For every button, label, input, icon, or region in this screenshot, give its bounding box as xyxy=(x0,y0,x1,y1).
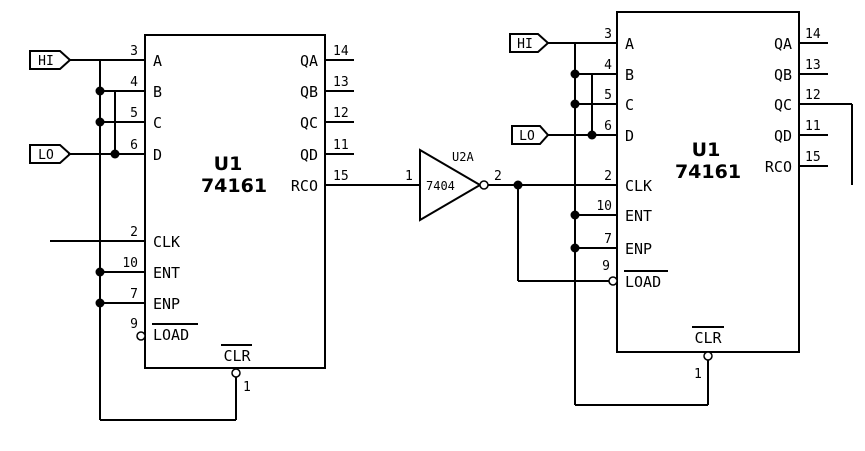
chip-u1-right-pin-num-a: 3 xyxy=(604,27,612,42)
chip-u1-left-pin-label-qc: QC xyxy=(300,114,318,132)
port-hi-left: HI xyxy=(29,50,100,70)
chip-u1-left-pin-label-rco: RCO xyxy=(291,177,318,195)
chip-u1-right-pin-num-d: 6 xyxy=(604,119,612,134)
chip-u1-right-pin-num-load: 9 xyxy=(602,259,610,274)
chip-u1-left-pin-num-d: 6 xyxy=(130,138,138,153)
chip-u1-left-clr-bubble xyxy=(231,368,241,378)
inverter-ref: U2A xyxy=(452,150,474,164)
chip-u1-left-pin-num-load: 9 xyxy=(130,317,138,332)
chip-u1-right-pin-label-clr: CLR xyxy=(694,329,722,347)
chip-u1-right-clr-bubble xyxy=(703,351,713,361)
chip-u1-left-pin-label-a: A xyxy=(153,52,162,70)
inverter-pin-in: 1 xyxy=(405,169,413,184)
chip-u1-right-pin-num-enp: 7 xyxy=(604,232,612,247)
chip-u1-right-pin-label-clk: CLK xyxy=(625,177,652,195)
chip-u1-right-pin-num-qc: 12 xyxy=(805,88,821,103)
chip-u1-right-pin-label-rco: RCO xyxy=(765,158,792,176)
chip-u1-right-pin-num-clk: 2 xyxy=(604,169,612,184)
chip-u1-left-pin-label-load: LOAD xyxy=(153,326,189,344)
port-hi-right-label: HI xyxy=(517,37,533,52)
inverter-u2a: 7404 U2A 1 2 xyxy=(405,148,617,282)
chip-u1-right-pin-label-b: B xyxy=(625,66,634,84)
chip-u1-left-part: 74161 xyxy=(201,175,267,197)
chip-u1-left-pin-num-qa: 14 xyxy=(333,44,349,59)
chip-u1-left-pin-num-rco: 15 xyxy=(333,169,349,184)
chip-u1-left-load-bubble xyxy=(136,331,146,341)
port-hi-left-label: HI xyxy=(38,54,54,69)
chip-u1-right-pin-label-qb: QB xyxy=(774,66,792,84)
chip-u1-right-pin-label-a: A xyxy=(625,35,634,53)
port-lo-left-label: LO xyxy=(38,148,54,163)
chip-u1-left-pin-num-qd: 11 xyxy=(333,138,349,153)
chip-u1-right-pin-label-load: LOAD xyxy=(625,273,661,291)
port-lo-right-label: LO xyxy=(519,129,535,144)
chip-u1-right-pin-label-qc: QC xyxy=(774,96,792,114)
chip-u1-right-pin-num-c: 5 xyxy=(604,88,612,103)
chip-u1-left-pin-label-d: D xyxy=(153,146,162,164)
inverter-bubble xyxy=(479,180,489,190)
chip-u1-left-pin-num-c: 5 xyxy=(130,106,138,121)
chip-u1-right-pin-num-b: 4 xyxy=(604,58,612,73)
chip-u1-left-ref: U1 xyxy=(214,153,243,175)
chip-u1-right-body xyxy=(616,11,800,353)
chip-u1-left-pin-label-qa: QA xyxy=(300,52,318,70)
chip-u1-left-pin-label-c: C xyxy=(153,114,162,132)
chip-u1-right-pin-num-qb: 13 xyxy=(805,58,821,73)
chip-u1-left-pin-label-clk: CLK xyxy=(153,233,180,251)
chip-u1-left-pin-num-b: 4 xyxy=(130,75,138,90)
chip-u1-right-pin-label-ent: ENT xyxy=(625,207,652,225)
chip-u1-right-ref: U1 xyxy=(692,139,721,161)
chip-u1-right-pin-label-qa: QA xyxy=(774,35,792,53)
chip-u1-left-pin-label-qb: QB xyxy=(300,83,318,101)
chip-u1-right-pin-label-qd: QD xyxy=(774,127,792,145)
chip-u1-right-pin-num-qa: 14 xyxy=(805,27,821,42)
chip-u1-right-pin-label-enp: ENP xyxy=(625,240,652,258)
port-lo-left: LO xyxy=(29,144,72,164)
chip-u1-left-wiring xyxy=(95,60,236,421)
chip-u1-right-load-bubble xyxy=(608,276,618,286)
chip-u1-right-pin-label-c: C xyxy=(625,96,634,114)
chip-u1-right-pin-num-ent: 10 xyxy=(596,199,612,214)
port-lo-right: LO xyxy=(511,125,550,145)
chip-u1-left-pin-num-qb: 13 xyxy=(333,75,349,90)
chip-u1-right-pin-num-qd: 11 xyxy=(805,119,821,134)
chip-u1-right-wiring xyxy=(570,43,708,406)
chip-u1-left-body xyxy=(144,34,326,369)
chip-u1-left-pin-label-enp: ENP xyxy=(153,295,180,313)
chip-u1-left-pin-label-ent: ENT xyxy=(153,264,180,282)
chip-u1-left-pin-num-ent: 10 xyxy=(122,256,138,271)
chip-u1-left-pin-num-clr: 1 xyxy=(243,380,251,395)
chip-u1-right: U1 74161 3 4 5 6 2 10 7 9 A B C D CLK EN… xyxy=(548,11,853,405)
chip-u1-right-part: 74161 xyxy=(675,161,741,183)
chip-u1-left-pin-label-clr: CLR xyxy=(223,347,251,365)
chip-u1-right-pin-num-clr: 1 xyxy=(694,367,702,382)
chip-u1-left-pin-label-b: B xyxy=(153,83,162,101)
chip-u1-right-pin-label-d: D xyxy=(625,127,634,145)
inverter-part: 7404 xyxy=(426,179,455,193)
chip-u1-left: U1 74161 3 4 5 6 2 10 7 9 A B C D CLK EN… xyxy=(50,34,409,420)
port-hi-right: HI xyxy=(509,33,575,53)
chip-u1-right-pin-num-rco: 15 xyxy=(805,150,821,165)
chip-u1-left-pin-num-enp: 7 xyxy=(130,287,138,302)
inverter-pin-out: 2 xyxy=(494,169,502,184)
chip-u1-left-pin-num-clk: 2 xyxy=(130,225,138,240)
chip-u1-left-pin-label-qd: QD xyxy=(300,146,318,164)
chip-u1-left-pin-num-a: 3 xyxy=(130,44,138,59)
chip-u1-left-pin-num-qc: 12 xyxy=(333,106,349,121)
